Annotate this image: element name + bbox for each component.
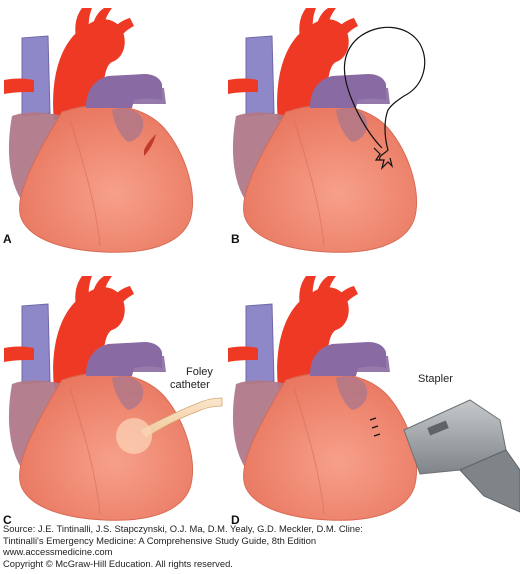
stab-wound — [144, 134, 156, 156]
panel-label-d: D — [231, 513, 240, 527]
callout-stapler: Stapler — [418, 373, 453, 385]
suture-icon — [343, 26, 426, 161]
callout-foley-line2: catheter — [170, 379, 210, 391]
source-line-3: www.accessmedicine.com — [3, 546, 113, 558]
staple-line — [369, 417, 381, 437]
callout-foley-line1: Foley — [186, 366, 213, 378]
panel-label-c: C — [3, 513, 12, 527]
stapler-icon — [403, 399, 520, 513]
source-line-2: Tintinalli's Emergency Medicine: A Compr… — [3, 534, 317, 546]
source-line-4: Copyright © McGraw-Hill Education. All r… — [3, 557, 233, 569]
panel-label-a: A — [3, 232, 12, 246]
panel-label-b: B — [231, 232, 240, 246]
source-credit: Source: J.E. Tintinalli, J.S. Stapczynsk… — [3, 523, 517, 569]
panel-c: Foley catheter C — [3, 275, 223, 527]
panel-b: B — [227, 7, 426, 253]
panel-d: Stapler D — [227, 275, 520, 527]
panel-a: A — [3, 7, 193, 253]
foley-catheter-icon — [116, 397, 223, 454]
source-line-1: Source: J.E. Tintinalli, J.S. Stapczynsk… — [3, 523, 363, 534]
